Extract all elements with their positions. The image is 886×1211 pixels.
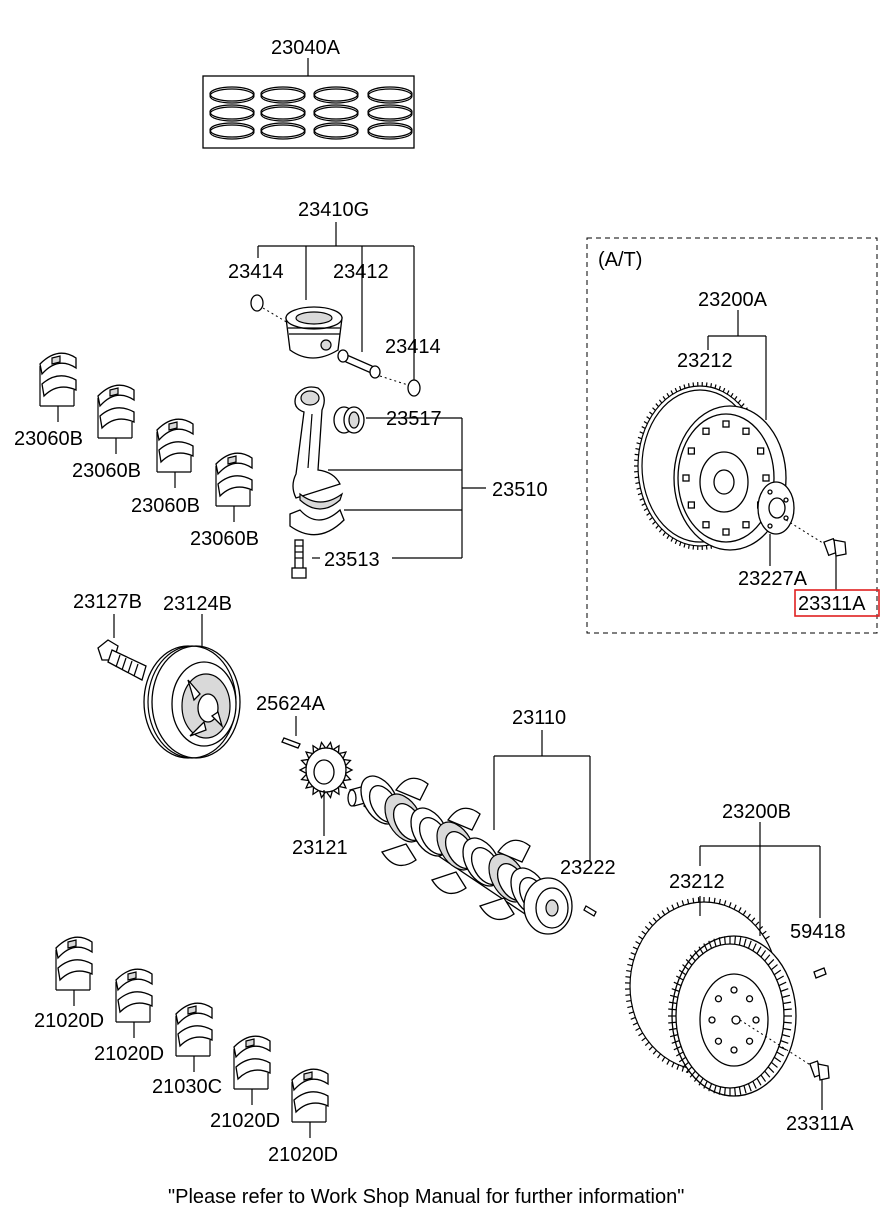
con-rod-bushing[interactable] xyxy=(333,406,365,434)
con-rod-bearing[interactable] xyxy=(97,384,135,439)
label-con-rod-bushing: 23517 xyxy=(386,408,442,430)
piston-assembly-group[interactable] xyxy=(250,222,421,397)
piston-rings-group[interactable] xyxy=(202,58,415,149)
label-flywheel-assy: 23200B xyxy=(722,801,791,823)
connecting-rod-group[interactable] xyxy=(289,386,486,579)
label-bearing-c: 23060B xyxy=(131,495,200,517)
flywheel-section xyxy=(625,822,830,1110)
label-crank-key: 25624A xyxy=(256,693,326,715)
pulley-bolt[interactable] xyxy=(97,614,147,681)
highlight-box xyxy=(794,589,880,617)
con-rod-cap[interactable] xyxy=(289,508,345,536)
footer-note: "Please refer to Work Shop Manual for fu… xyxy=(168,1186,684,1208)
damper-pulley[interactable] xyxy=(143,614,241,759)
label-bearing-d: 23060B xyxy=(190,528,259,550)
at-drive-plate-section xyxy=(586,237,880,634)
con-rod-bearings-group[interactable] xyxy=(39,352,253,522)
label-con-rod-bolt: 23513 xyxy=(324,549,380,571)
label-crankshaft: 23110 xyxy=(512,707,566,729)
con-rod-bearing[interactable] xyxy=(156,418,194,473)
con-rod-bearing[interactable] xyxy=(215,452,253,507)
label-drive-plate-assy: 23200A xyxy=(698,289,768,311)
crank-pin[interactable] xyxy=(583,905,597,917)
label-main-bearing-4: 21020D xyxy=(268,1144,338,1166)
label-snap-ring-left: 23414 xyxy=(228,261,284,283)
piston-pin[interactable] xyxy=(337,349,381,379)
main-bearing[interactable] xyxy=(291,1068,329,1123)
label-adapter-plate: 23227A xyxy=(738,568,808,590)
main-bearing[interactable] xyxy=(115,968,153,1023)
flywheel-bolt[interactable] xyxy=(809,1060,830,1081)
snap-ring-left[interactable] xyxy=(250,294,264,312)
main-bearing[interactable] xyxy=(55,936,93,991)
label-main-bearing-3: 21020D xyxy=(210,1110,280,1132)
label-con-rod-assy: 23510 xyxy=(492,479,548,501)
con-rod-bearing[interactable] xyxy=(39,352,77,407)
adapter-plate[interactable] xyxy=(757,481,795,535)
dowel-pin[interactable] xyxy=(813,967,827,979)
label-at-section: (A/T) xyxy=(598,249,642,271)
label-piston-pin: 23412 xyxy=(333,261,389,283)
con-rod-bolt[interactable] xyxy=(291,539,307,579)
piston-ring-set[interactable] xyxy=(367,86,413,140)
label-bearing-b: 23060B xyxy=(72,460,141,482)
label-damper-pulley: 23124B xyxy=(163,593,232,615)
label-crank-pin: 23222 xyxy=(560,857,616,879)
label-thrust-bearing: 21030C xyxy=(152,1076,222,1098)
crankshaft[interactable] xyxy=(347,730,597,935)
snap-ring-right[interactable] xyxy=(407,379,421,397)
main-bearings-group[interactable] xyxy=(55,936,329,1138)
label-drive-plate-bolt[interactable]: 23311A xyxy=(798,593,866,615)
label-piston-assy: 23410G xyxy=(298,199,369,221)
label-ring-gear-at: 23212 xyxy=(677,350,733,372)
piston-ring-set[interactable] xyxy=(209,86,255,140)
label-bearing-a: 23060B xyxy=(14,428,83,450)
crank-key[interactable] xyxy=(281,716,301,749)
thrust-bearing[interactable] xyxy=(175,1002,213,1057)
label-snap-ring-right: 23414 xyxy=(385,336,441,358)
piston-ring-set[interactable] xyxy=(313,86,359,140)
label-sprocket: 23121 xyxy=(292,837,348,859)
piston[interactable] xyxy=(285,306,343,359)
label-piston-rings: 23040A xyxy=(271,37,341,59)
label-dowel-pin: 59418 xyxy=(790,921,846,943)
label-pulley-bolt: 23127B xyxy=(73,591,142,613)
label-flywheel-bolt: 23311A xyxy=(786,1113,854,1135)
label-ring-gear-mt: 23212 xyxy=(669,871,725,893)
label-main-bearing-2: 21020D xyxy=(94,1043,164,1065)
crank-sprocket[interactable] xyxy=(298,740,354,836)
flywheel[interactable] xyxy=(668,935,797,1097)
main-bearing[interactable] xyxy=(233,1035,271,1090)
drive-plate-bolt[interactable] xyxy=(823,537,847,557)
label-main-bearing-1: 21020D xyxy=(34,1010,104,1032)
piston-ring-set[interactable] xyxy=(260,86,306,140)
labels: 23040A 23410G 23414 23412 23414 23517 23… xyxy=(14,37,866,1208)
